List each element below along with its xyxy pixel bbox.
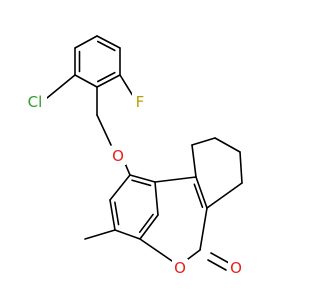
bond-mid-ring: [129, 174, 156, 183]
bond-mid-ring: [154, 181, 159, 216]
bond-c-cl: [46, 74, 76, 99]
bond-lactone-double: [193, 183, 204, 209]
bond-mid-ring: [139, 214, 159, 240]
atom-label-f: F: [136, 93, 145, 111]
bond-cyclohexane: [214, 137, 241, 153]
atom-o-ring: O: [172, 259, 188, 277]
bond-cyclohexane: [191, 137, 216, 146]
atom-label-o-carbonyl: O: [230, 259, 242, 277]
bond-methyl: [84, 229, 116, 240]
bond-lactone-ring: [199, 207, 208, 251]
atom-label-o-ether: O: [112, 147, 124, 165]
bond-top-ring-double: [96, 71, 116, 83]
bond-c-f: [119, 74, 134, 97]
bond-mid-ring: [109, 174, 131, 201]
bond-top-ring: [74, 35, 98, 49]
bond-cyclohexane: [239, 151, 243, 184]
bond-carbonyl: [210, 252, 230, 264]
molecule-structure: Cl F O O O: [23, 35, 244, 277]
bond-lactone-ring: [154, 176, 197, 183]
molecule-canvas: Cl F O O O: [23, 35, 244, 277]
atom-o-ether: O: [110, 147, 126, 165]
bond-top-ring: [96, 74, 121, 88]
bond-mid-ring: [109, 199, 116, 231]
bond-ch2-o: [96, 114, 112, 146]
bond-mid-ring-double: [114, 201, 120, 226]
bond-cyclohexane: [191, 144, 197, 178]
bonds-layer: [46, 35, 243, 271]
bond-top-ring-double: [96, 40, 116, 52]
bond-top-ring: [96, 35, 121, 49]
atom-label-o-ring: O: [174, 259, 186, 277]
atom-cl: Cl: [23, 93, 47, 111]
bond-mid-ring: [114, 229, 141, 240]
bond-cyclohexane: [206, 182, 243, 209]
bond-carbonyl-double: [207, 259, 227, 271]
atom-label-cl: Cl: [28, 93, 43, 111]
bond-mid-ring-double: [138, 213, 154, 234]
bond-top-ring: [74, 74, 98, 88]
atom-o-carbonyl: O: [228, 259, 244, 277]
atom-f: F: [132, 93, 148, 111]
bond-mid-ring-double: [131, 179, 152, 187]
bond-lactone-ring: [139, 238, 173, 262]
bond-lactone-ring: [195, 176, 208, 209]
